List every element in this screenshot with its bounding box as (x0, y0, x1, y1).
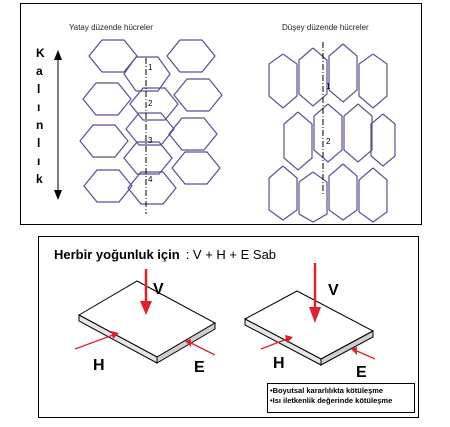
left-h-label: H (93, 357, 105, 374)
left-e-label: E (194, 359, 205, 376)
thickness-letter: k (36, 172, 43, 186)
cell-structure-diagram: Yatay düzende hücreler Düşey düzende hüc… (36, 23, 396, 223)
horizontal-cell (129, 87, 179, 121)
horizontal-marker: 2 (148, 99, 153, 108)
right-slab (243, 290, 375, 366)
formula-suffix: Sab (252, 247, 277, 262)
vertical-cell (298, 171, 328, 223)
horizontal-cell (168, 117, 218, 151)
vertical-cell-group (268, 43, 396, 223)
vertical-cell (328, 163, 358, 221)
thickness-arrow-up-head (54, 50, 62, 60)
panel-diagrams: V H E V H E (74, 263, 376, 381)
note-item: •Boyutsal kararlılıkta kötüleşme (270, 386, 384, 395)
vertical-cells-title: Düşey düzende hücreler (282, 23, 369, 32)
left-slab-side (156, 322, 216, 364)
vertical-cell (298, 47, 328, 107)
left-slab (77, 280, 217, 364)
right-v-label: V (328, 282, 339, 299)
formula-prefix: Herbir yoğunluk için (54, 247, 180, 262)
horizontal-cell (173, 78, 223, 112)
density-panel: Herbir yoğunluk için : V + H + E Sab V H … (38, 236, 419, 418)
horizontal-marker: 1 (148, 63, 153, 72)
horizontal-cell (127, 171, 177, 205)
vertical-cell (313, 103, 343, 163)
thickness-letter: n (36, 118, 43, 132)
notes-box: •Boyutsal kararlılıkta kötüleşme •Isı il… (267, 383, 415, 413)
horizontal-cell (79, 124, 129, 158)
vertical-cell (328, 43, 358, 103)
thickness-letter: ı (37, 100, 40, 114)
left-v-arrow (140, 269, 152, 315)
right-slab-side (320, 330, 374, 366)
horizontal-cell-group (79, 39, 223, 205)
vertical-cell (268, 53, 298, 109)
vertical-cell (370, 113, 396, 167)
thickness-letter: l (37, 82, 40, 96)
right-h-label: H (273, 355, 285, 372)
right-e-label: E (356, 364, 367, 381)
thickness-letter: l (37, 136, 40, 150)
left-v-label: V (153, 281, 164, 298)
horizontal-cell (125, 112, 175, 146)
vertical-cell (343, 103, 373, 163)
density-formula: Herbir yoğunluk için : V + H + E Sab (54, 247, 276, 262)
horizontal-marker: 3 (148, 136, 153, 145)
formula-expression: : V + H + E (185, 247, 250, 262)
vertical-cell (358, 53, 388, 109)
note-item: •Isı iletkenlik değerinde kötüleşme (270, 396, 393, 405)
thickness-arrow-down-head (54, 190, 62, 200)
horizontal-cell (123, 141, 173, 175)
horizontal-marker: 4 (148, 175, 153, 184)
thickness-letter: ı (37, 154, 40, 168)
left-e-arrow (185, 339, 216, 356)
right-e-arrow (351, 347, 376, 360)
vertical-cell (358, 167, 388, 223)
right-v-arrow (309, 263, 321, 323)
horizontal-cell (171, 151, 221, 185)
thickness-letter: K (36, 46, 45, 60)
thickness-letter: a (36, 64, 43, 78)
horizontal-cell (83, 169, 133, 203)
horizontal-cell (166, 39, 216, 73)
vertical-cell (283, 111, 313, 171)
horizontal-cell (82, 82, 132, 116)
vertical-marker: 1 (326, 82, 331, 91)
horizontal-cell (88, 39, 138, 73)
horizontal-cell (123, 56, 171, 92)
left-h-arrow (74, 331, 119, 350)
vertical-marker: 2 (326, 137, 331, 146)
horizontal-cells-title: Yatay düzende hücreler (69, 23, 153, 32)
right-h-arrow (260, 335, 293, 350)
vertical-cell (268, 165, 298, 221)
cell-structure-panel: Yatay düzende hücreler Düşey düzende hüc… (20, 3, 422, 225)
